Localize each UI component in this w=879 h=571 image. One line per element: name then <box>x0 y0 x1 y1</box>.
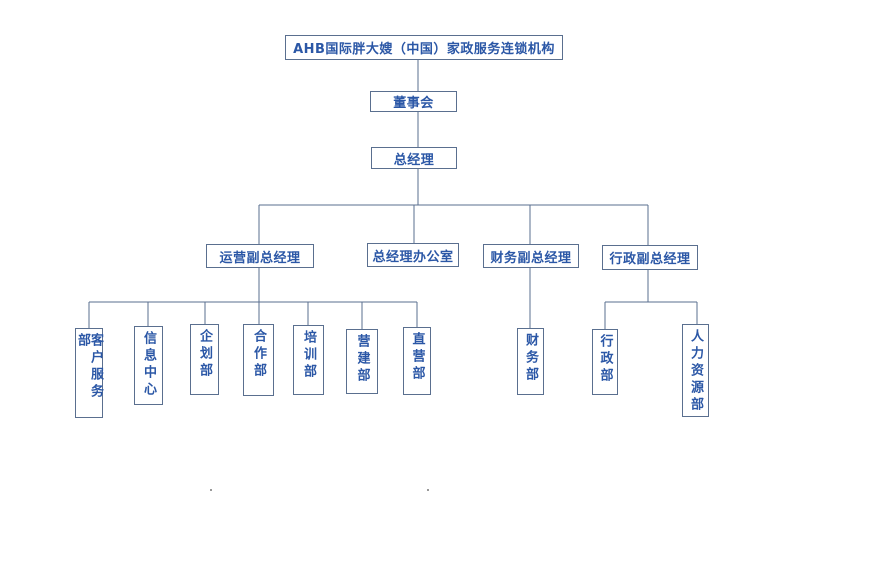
fin-vp-node: 财务副总经理 <box>483 244 579 268</box>
dept-label: 合作部 <box>251 329 266 380</box>
dept-planning: 企划部 <box>190 324 219 395</box>
dept-label: 行政部 <box>597 334 613 385</box>
stray-mark <box>427 489 429 491</box>
root-node: AHB国际胖大嫂（中国）家政服务连锁机构 <box>285 35 563 60</box>
dept-construction: 营建部 <box>346 329 378 394</box>
dept-label: 信息中心 <box>141 331 156 399</box>
dept-finance: 财务部 <box>517 328 544 395</box>
dept-label: 营建部 <box>354 334 370 385</box>
stray-mark <box>210 489 212 491</box>
board-node: 董事会 <box>370 91 457 112</box>
dept-label: 人力资源部 <box>688 329 703 414</box>
dept-human-resources: 人力资源部 <box>682 324 709 417</box>
dept-label: 财务部 <box>523 333 538 384</box>
dept-customer-service: 客户服务部 <box>75 328 103 418</box>
dept-training: 培训部 <box>293 325 324 395</box>
dept-cooperation: 合作部 <box>243 324 274 396</box>
gm-office-node: 总经理办公室 <box>367 243 459 267</box>
dept-administration: 行政部 <box>592 329 618 395</box>
dept-label: 培训部 <box>301 330 316 381</box>
admin-vp-node: 行政副总经理 <box>602 245 698 270</box>
dept-label: 客户服务部 <box>75 333 103 401</box>
gm-node: 总经理 <box>371 147 457 169</box>
dept-label: 企划部 <box>197 329 212 380</box>
dept-info-center: 信息中心 <box>134 326 163 405</box>
dept-direct-operation: 直营部 <box>403 327 431 395</box>
ops-vp-node: 运营副总经理 <box>206 244 314 268</box>
dept-label: 直营部 <box>409 332 425 383</box>
